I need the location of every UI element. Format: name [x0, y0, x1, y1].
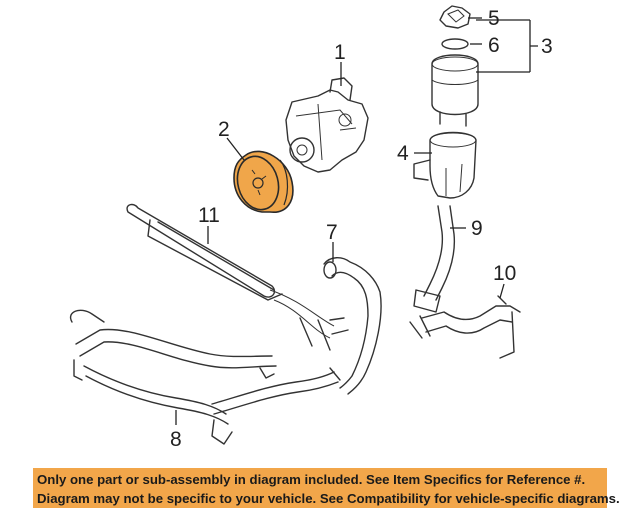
- callout-1: 1: [334, 41, 346, 64]
- reservoir-seal: [441, 38, 469, 50]
- callout-11: 11: [198, 204, 220, 227]
- fluid-reservoir: [431, 54, 479, 127]
- callout-5: 5: [488, 7, 500, 30]
- callout-8: 8: [170, 428, 182, 451]
- pump-pulley: [233, 150, 294, 213]
- leader-10: [499, 283, 505, 299]
- reservoir-cap: [439, 5, 471, 29]
- return-hose: [323, 257, 382, 395]
- power-steering-cooler: [126, 203, 349, 351]
- callout-6: 6: [488, 34, 500, 57]
- disclaimer-line-2: Diagram may not be specific to your vehi…: [37, 491, 620, 506]
- power-steering-pump: [285, 77, 369, 173]
- pressure-hose: [409, 295, 521, 359]
- disclaimer-line-1: Only one part or sub-assembly in diagram…: [37, 472, 586, 487]
- leader-3-bracket: [476, 19, 538, 73]
- callout-4: 4: [397, 142, 409, 165]
- reservoir-hose: [413, 205, 456, 313]
- reservoir-bracket: [413, 131, 477, 199]
- pulley-face: [236, 155, 280, 211]
- leader-2: [226, 137, 245, 161]
- disclaimer-banner: Only one part or sub-assembly in diagram…: [33, 468, 620, 508]
- callout-2: 2: [218, 118, 230, 141]
- callout-9: 9: [471, 217, 483, 240]
- parts-diagram: 1 2 3 4 5 6 7 8 9 10 11: [69, 5, 553, 451]
- callout-3: 3: [541, 35, 553, 58]
- callout-10: 10: [493, 262, 516, 285]
- callout-7: 7: [326, 221, 338, 244]
- pressure-line-assembly: [69, 309, 341, 445]
